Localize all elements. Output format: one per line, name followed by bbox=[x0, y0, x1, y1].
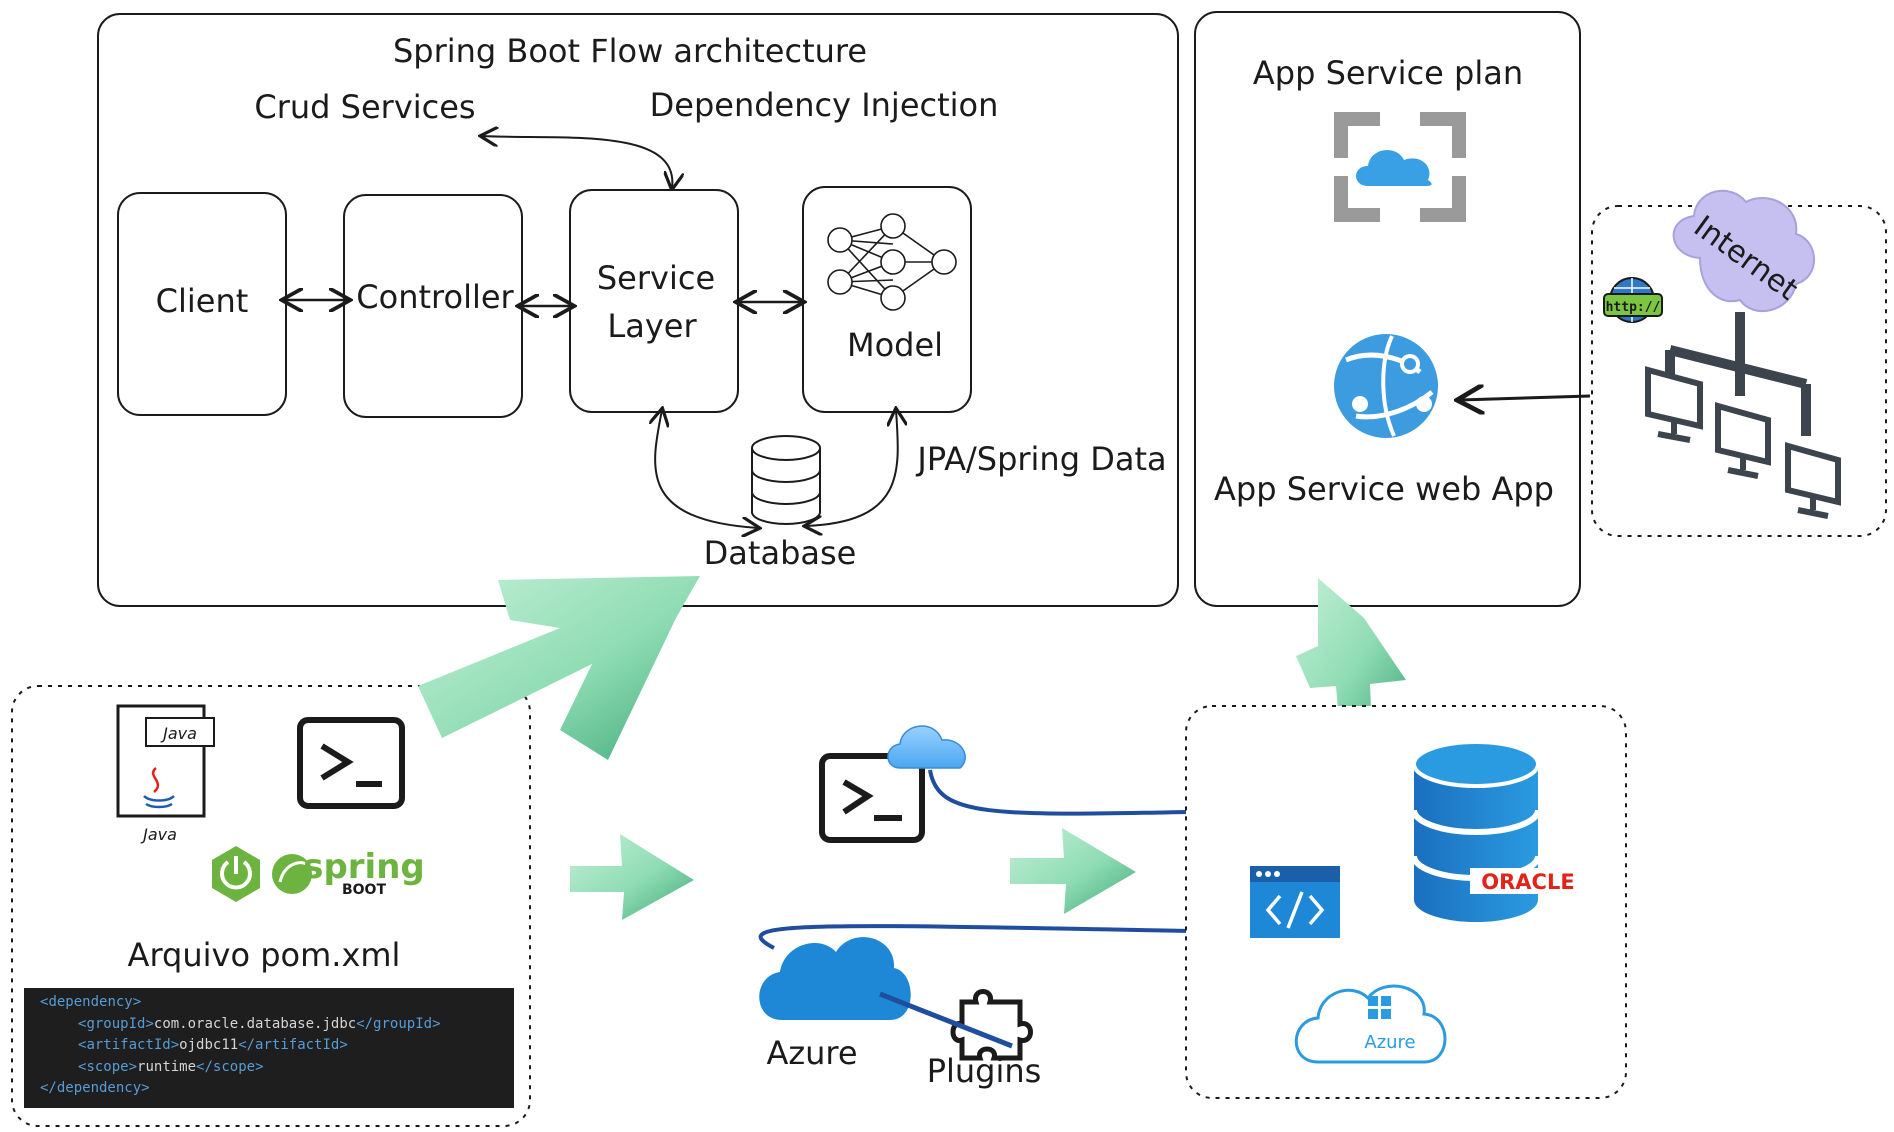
green-arrow-to-app-service bbox=[1296, 578, 1406, 736]
model-label: Model bbox=[847, 326, 943, 364]
code-tag: groupId bbox=[86, 1015, 146, 1032]
code-value: ojdbc11 bbox=[179, 1037, 239, 1053]
code-tag: artifactId bbox=[255, 1037, 340, 1053]
java-caption: Java bbox=[140, 825, 177, 844]
azure-badge-label: Azure bbox=[1364, 1032, 1415, 1053]
model-box: Model bbox=[802, 186, 972, 413]
app-service-plan-label: App Service plan bbox=[1253, 54, 1523, 92]
database-label: Database bbox=[704, 534, 857, 572]
azure-to-code-connector bbox=[758, 926, 1244, 948]
java-cup-icon bbox=[143, 794, 175, 809]
jpa-spring-data-label: JPA/Spring Data bbox=[915, 440, 1166, 478]
code-tag: dependency bbox=[56, 1080, 142, 1096]
app-service-web-app-label: App Service web App bbox=[1214, 470, 1554, 508]
code-line: <groupId>com.oracle.database.jdbc</group… bbox=[78, 1015, 441, 1032]
service-label-line1: Service bbox=[597, 259, 715, 297]
green-arrow-local-to-deploy bbox=[570, 834, 694, 920]
neural-network-icon bbox=[827, 213, 957, 311]
azure-plugin-connector bbox=[879, 991, 1013, 1049]
controller-label: Controller bbox=[356, 278, 514, 316]
code-tag: scope bbox=[86, 1058, 129, 1075]
dependency-injection-arrow bbox=[482, 136, 672, 188]
code-value: com.oracle.database.jdbc bbox=[153, 1015, 357, 1032]
green-arrow-to-spring bbox=[418, 576, 700, 760]
http-globe-icon: http:// bbox=[1603, 277, 1663, 323]
oracle-label: ORACLE bbox=[1481, 870, 1574, 894]
code-line: <dependency> bbox=[40, 994, 142, 1010]
internet-panel: Internet http:// bbox=[1591, 189, 1887, 537]
green-arrow-deploy-to-cloud bbox=[1010, 828, 1136, 914]
code-line: <scope>runtime</scope> bbox=[78, 1058, 264, 1075]
client-label: Client bbox=[156, 282, 249, 320]
crud-services-label: Crud Services bbox=[254, 88, 475, 126]
boot-wordmark: BOOT bbox=[342, 882, 386, 898]
cloud-targets-panel: ORACLE Azure bbox=[1185, 705, 1627, 1099]
monitor-icon bbox=[1715, 402, 1771, 479]
code-tag: groupId bbox=[373, 1015, 433, 1032]
code-tag: dependency bbox=[48, 994, 133, 1010]
spring-flow-panel: Spring Boot Flow architecture Crud Servi… bbox=[97, 13, 1179, 607]
model-database-arrow bbox=[806, 410, 898, 526]
code-line: </dependency> bbox=[40, 1080, 150, 1096]
java-file-icon: Java Java bbox=[116, 704, 215, 844]
network-tree-icon bbox=[1665, 312, 1811, 436]
deploy-terminal-icon bbox=[819, 753, 925, 843]
azure-badge-icon: Azure bbox=[1294, 984, 1447, 1064]
dependency-injection-label: Dependency Injection bbox=[650, 86, 999, 124]
internet-cloud-icon: Internet bbox=[1672, 189, 1815, 313]
code-line: <artifactId>ojdbc11</artifactId> bbox=[78, 1037, 348, 1053]
puzzle-plugin-icon bbox=[950, 989, 1033, 1061]
java-badge-label: Java bbox=[160, 724, 197, 743]
client-box: Client bbox=[117, 192, 287, 416]
controller-box: Controller bbox=[343, 194, 523, 418]
pom-xml-code-block: <dependency> <groupId>com.oracle.databas… bbox=[24, 988, 514, 1108]
monitor-icon bbox=[1785, 442, 1841, 519]
spring-boot-logo: spring BOOT bbox=[212, 846, 425, 902]
service-database-arrow bbox=[655, 410, 758, 528]
database-icon bbox=[751, 435, 821, 525]
code-window-icon bbox=[1250, 866, 1340, 938]
monitor-icon bbox=[1645, 366, 1703, 443]
code-value: runtime bbox=[137, 1058, 197, 1075]
pom-xml-label: Arquivo pom.xml bbox=[128, 936, 401, 974]
oracle-database-icon: ORACLE bbox=[1411, 740, 1586, 922]
azure-cloud-icon bbox=[759, 937, 911, 1020]
service-layer-box: Service Layer bbox=[569, 189, 739, 413]
http-badge-label: http:// bbox=[1606, 300, 1661, 315]
app-service-plan-icon bbox=[1334, 112, 1466, 222]
terminal-icon bbox=[297, 717, 405, 809]
code-tag: scope bbox=[212, 1058, 256, 1075]
internet-to-webapp-arrow bbox=[1460, 396, 1591, 400]
app-service-panel: App Service plan App Service web App bbox=[1194, 11, 1581, 607]
java-steam-icon bbox=[151, 767, 160, 793]
spring-flow-title: Spring Boot Flow architecture bbox=[393, 32, 867, 70]
cloud-shell-icon bbox=[887, 725, 966, 769]
service-label-line2: Layer bbox=[607, 307, 697, 345]
plugins-label: Plugins bbox=[927, 1052, 1042, 1090]
azure-label: Azure bbox=[766, 1034, 857, 1072]
spring-wordmark: spring bbox=[303, 847, 425, 887]
code-tag: artifactId bbox=[86, 1037, 171, 1053]
app-service-web-app-icon bbox=[1334, 334, 1438, 438]
